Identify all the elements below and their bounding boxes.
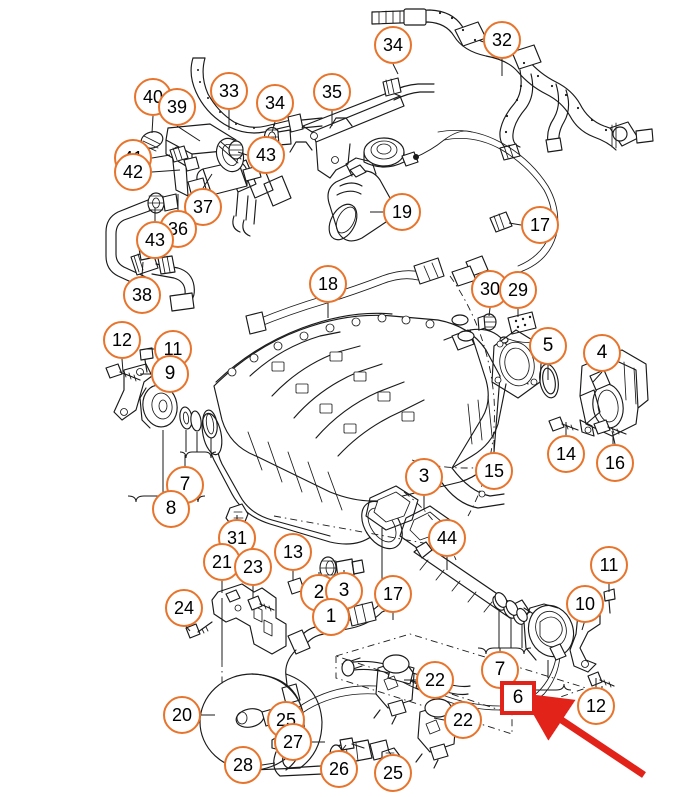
- callout-3-29[interactable]: 3: [405, 458, 443, 496]
- leader-line-28-42: [261, 762, 276, 766]
- callout-23-32[interactable]: 23: [234, 548, 272, 586]
- callout-44-47[interactable]: 44: [428, 519, 466, 557]
- callout-29-18[interactable]: 29: [499, 271, 537, 309]
- fitting-26: [339, 737, 365, 751]
- leader-line-37-10: [202, 173, 213, 189]
- clamp-43-right: [228, 140, 244, 160]
- bolt-23: [247, 595, 275, 612]
- valve-22-lower: [415, 698, 457, 769]
- callout-22-46[interactable]: 22: [444, 701, 482, 739]
- bolt-14: [548, 416, 579, 436]
- hose-38: [105, 199, 195, 312]
- leader-line-12-21: [121, 358, 124, 373]
- leader-line-30-17: [488, 307, 491, 317]
- callout-5-19[interactable]: 5: [529, 327, 567, 365]
- callout-12-21[interactable]: 12: [103, 321, 141, 359]
- callout-33-2[interactable]: 33: [210, 72, 248, 110]
- valve-22-upper: [373, 654, 415, 725]
- callout-19-14[interactable]: 19: [383, 193, 421, 231]
- nut-42: [183, 156, 200, 172]
- leader-line-40-0: [151, 115, 154, 134]
- callout-11-50[interactable]: 11: [590, 546, 628, 584]
- callout-42-8[interactable]: 42: [114, 153, 152, 191]
- callout-14-27[interactable]: 14: [547, 435, 585, 473]
- intake-manifold-body: [201, 312, 529, 551]
- leader-line-34-3: [271, 121, 276, 133]
- leader-line-38-13: [141, 261, 144, 277]
- leader-line-17-15: [508, 222, 522, 226]
- callout-1-36[interactable]: 1: [312, 598, 350, 636]
- red-arrow-pointer: [521, 693, 646, 778]
- callout-35-4[interactable]: 35: [313, 73, 351, 111]
- leader-line-22-46: [433, 717, 445, 721]
- check-valve-upper: [609, 121, 654, 149]
- sensor-wire-18: [245, 257, 445, 335]
- fitting-30: [477, 313, 497, 331]
- callout-17-37[interactable]: 17: [374, 575, 412, 613]
- leader-line-41-7: [151, 154, 171, 159]
- fitting-41: [169, 145, 189, 163]
- callout-16-28[interactable]: 16: [596, 444, 634, 482]
- callout-43-9[interactable]: 43: [247, 136, 285, 174]
- callout-22-45[interactable]: 22: [416, 661, 454, 699]
- wire-harness-17-upper: [437, 129, 559, 287]
- leader-line-43-9: [237, 151, 248, 156]
- callout-9-23[interactable]: 9: [151, 355, 189, 393]
- callout-12-51[interactable]: 12: [577, 687, 615, 725]
- callout-32-6[interactable]: 32: [483, 21, 521, 59]
- callout-18-16[interactable]: 18: [309, 265, 347, 303]
- callout-34-3[interactable]: 34: [256, 84, 294, 122]
- callout-20-39[interactable]: 20: [163, 696, 201, 734]
- callout-8-25[interactable]: 8: [152, 490, 190, 528]
- callout-13-33[interactable]: 13: [274, 533, 312, 571]
- callout-40-0[interactable]: 40: [134, 78, 172, 116]
- lower-harness-17: [281, 595, 403, 705]
- leader-line-39-1: [176, 125, 201, 142]
- callout-10-49[interactable]: 10: [566, 585, 604, 623]
- callout-24-38[interactable]: 24: [165, 589, 203, 627]
- callout-26-43[interactable]: 26: [320, 750, 358, 788]
- clamp-43-left: [147, 192, 179, 214]
- callout-21-31[interactable]: 21: [203, 543, 241, 581]
- leader-line-42-8: [151, 169, 181, 173]
- vacuum-hose-harness-upper: [371, 8, 654, 161]
- leader-line-16-28: [611, 430, 616, 445]
- callout-39-1[interactable]: 39: [158, 88, 196, 126]
- callout-17-15[interactable]: 17: [521, 206, 559, 244]
- leader-line-4-20: [592, 371, 603, 383]
- callout-34-5[interactable]: 34: [374, 26, 412, 64]
- fuel-rail-35: [227, 77, 435, 237]
- callout-43-12[interactable]: 43: [136, 221, 174, 259]
- leader-line-34-5: [392, 63, 399, 75]
- callout-38-13[interactable]: 38: [123, 276, 161, 314]
- callout-15-26[interactable]: 15: [475, 452, 513, 490]
- callout-25-44[interactable]: 25: [374, 754, 412, 792]
- bolt-24: [185, 621, 213, 639]
- hose-33: [190, 57, 323, 134]
- connector-29: [507, 311, 537, 335]
- bracket-21: [211, 583, 287, 684]
- throttle-body-4: [579, 349, 649, 437]
- highlighted-callout-box[interactable]: 6: [500, 681, 536, 715]
- callout-28-42[interactable]: 28: [224, 746, 262, 784]
- callout-4-20[interactable]: 4: [583, 334, 621, 372]
- callout-27-41[interactable]: 27: [274, 723, 312, 761]
